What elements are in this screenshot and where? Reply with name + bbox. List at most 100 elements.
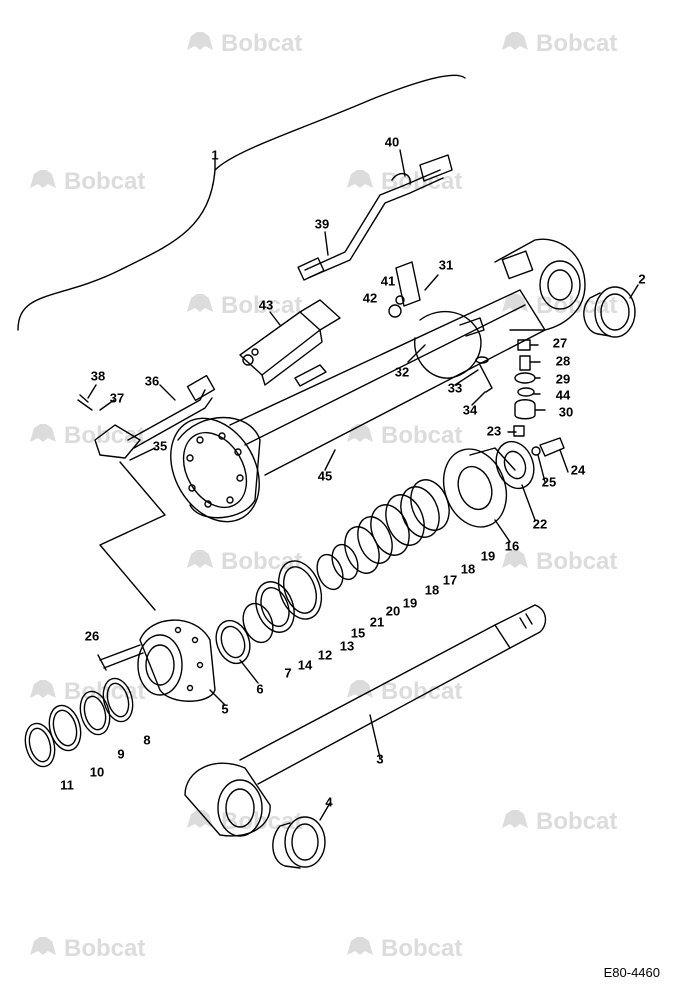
- pin: [539, 437, 565, 457]
- watermark: Bobcat: [345, 422, 462, 450]
- ball: [531, 446, 541, 456]
- callout-38: 38: [90, 368, 106, 384]
- callout-43: 43: [258, 297, 274, 313]
- bracket: [395, 261, 421, 307]
- cylinder-head: [137, 619, 216, 702]
- callout-18a: 18: [460, 561, 476, 577]
- watermark: Bobcat: [500, 548, 617, 576]
- bobcat-logo-icon: [185, 294, 215, 316]
- watermark: Bobcat: [28, 935, 145, 963]
- bushing-4: [272, 816, 326, 869]
- leader-line: [239, 659, 259, 684]
- callout-10: 10: [89, 764, 105, 780]
- callout-28: 28: [555, 353, 571, 369]
- callout-27: 27: [552, 335, 568, 351]
- packing-19: [370, 504, 410, 556]
- pipe-36: [127, 374, 216, 449]
- callout-26: 26: [84, 628, 100, 644]
- leader-line: [369, 714, 381, 759]
- part-28: [519, 355, 531, 371]
- leader-line: [399, 149, 406, 177]
- nut-42: [388, 304, 402, 318]
- ring-15: [331, 543, 359, 581]
- barrel-clevis: [494, 238, 586, 331]
- callout-15: 15: [350, 625, 366, 641]
- seal-8-inner: [106, 682, 130, 718]
- leader-line: [159, 384, 176, 401]
- callout-41: 41: [380, 273, 396, 289]
- watermark: Bobcat: [500, 30, 617, 58]
- leader-line: [629, 284, 639, 299]
- leader-line: [269, 311, 281, 326]
- watermark: Bobcat: [345, 935, 462, 963]
- pipe-assembly: [297, 154, 453, 281]
- callout-24: 24: [570, 462, 586, 478]
- bobcat-logo-icon: [500, 810, 530, 832]
- callout-5: 5: [221, 701, 229, 717]
- washer-41: [395, 295, 405, 305]
- seal-11: [24, 722, 56, 768]
- callout-20: 20: [385, 603, 401, 619]
- bobcat-logo-icon: [28, 424, 58, 446]
- bobcat-logo-icon: [500, 550, 530, 572]
- part-44: [517, 387, 535, 397]
- leader-line: [99, 461, 166, 611]
- seal-9: [79, 690, 111, 736]
- callout-17: 17: [442, 572, 458, 588]
- watermark: Bobcat: [500, 808, 617, 836]
- callout-21: 21: [369, 614, 385, 630]
- bobcat-logo-icon: [28, 937, 58, 959]
- ring-14: [255, 581, 295, 633]
- piston-rod: [239, 604, 547, 785]
- callout-33: 33: [447, 380, 463, 396]
- watermark: Bobcat: [185, 292, 302, 320]
- set-screw: [513, 425, 525, 437]
- bobcat-logo-icon: [345, 170, 375, 192]
- packing-17: [400, 486, 440, 538]
- bolt: [97, 644, 144, 671]
- callout-19b: 19: [402, 595, 418, 611]
- leader-line: [559, 449, 569, 473]
- leader-line: [407, 344, 426, 363]
- seal-8: [102, 677, 134, 723]
- leader-line: [494, 519, 511, 543]
- callout-4: 4: [325, 794, 333, 810]
- callout-14: 14: [297, 657, 313, 673]
- leader-line: [129, 447, 156, 461]
- callout-23: 23: [486, 423, 502, 439]
- seal-9-inner: [83, 695, 107, 731]
- callout-7: 7: [284, 665, 292, 681]
- callout-16: 16: [504, 538, 520, 554]
- callout-30: 30: [558, 404, 574, 420]
- washer-33: [475, 356, 489, 364]
- callout-8: 8: [143, 732, 151, 748]
- callout-35: 35: [152, 438, 168, 454]
- seal-10-inner: [52, 709, 78, 747]
- part-30: [514, 399, 536, 420]
- bobcat-logo-icon: [500, 32, 530, 54]
- leader-line: [521, 484, 536, 521]
- callout-13: 13: [339, 638, 355, 654]
- leader-line: [471, 391, 486, 406]
- manifold-block: [77, 394, 141, 459]
- bobcat-logo-icon: [345, 937, 375, 959]
- callout-9: 9: [117, 746, 125, 762]
- leader-line: [454, 369, 479, 386]
- packing-20: [357, 516, 393, 564]
- bushing-6: [215, 619, 251, 665]
- seal-10: [48, 704, 82, 752]
- assembly-brace: [17, 74, 466, 331]
- piston: [442, 447, 516, 528]
- callout-29: 29: [555, 371, 571, 387]
- bolt-34: [479, 364, 493, 393]
- leader-line: [537, 454, 546, 483]
- bobcat-logo-icon: [185, 32, 215, 54]
- ring-7: [242, 602, 274, 644]
- callout-18b: 18: [424, 582, 440, 598]
- callout-22: 22: [532, 516, 548, 532]
- leader-line: [87, 384, 97, 399]
- watermark: Bobcat: [345, 678, 462, 706]
- valve-block: [239, 299, 341, 387]
- leader-line: [209, 689, 226, 706]
